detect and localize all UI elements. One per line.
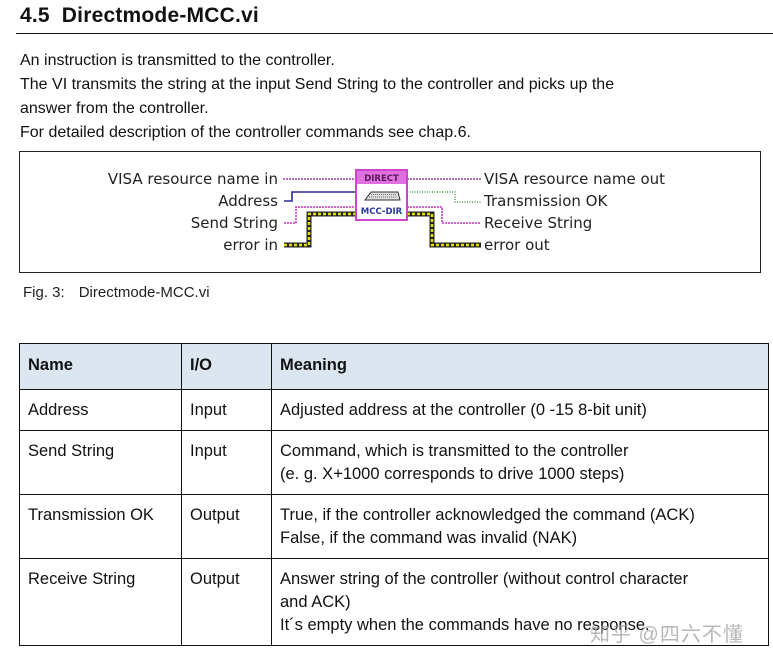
meaning-line: Adjusted address at the controller (0 -1… xyxy=(280,401,647,419)
input-label-send-string: Send String xyxy=(191,214,278,232)
input-label-visa: VISA resource name in xyxy=(108,170,278,188)
section-heading: 4.5 Directmode-MCC.vi xyxy=(20,4,259,28)
vi-connector-diagram: VISA resource name in Address Send Strin… xyxy=(108,169,665,254)
table-row: Receive String Output Answer string of t… xyxy=(19,558,769,646)
cell-meaning: True, if the controller acknowledged the… xyxy=(271,494,769,559)
section-number: 4.5 xyxy=(20,4,50,27)
watermark: 知乎 @四六不懂 xyxy=(590,624,744,646)
table-row: Address Input Adjusted address at the co… xyxy=(19,389,769,431)
wire-error-in xyxy=(284,212,356,247)
cell-io: Input xyxy=(181,430,272,495)
wire-error-out-border xyxy=(407,211,481,248)
table-row: Send String Input Command, which is tran… xyxy=(19,430,769,495)
cell-name: Send String xyxy=(19,430,182,495)
meaning-line: Command, which is transmitted to the con… xyxy=(280,442,629,460)
section-title: Directmode-MCC.vi xyxy=(61,4,259,27)
parameters-table: Name I/O Meaning Address Input Adjusted … xyxy=(19,343,769,646)
cell-io: Output xyxy=(181,558,272,646)
output-label-visa: VISA resource name out xyxy=(484,170,665,188)
cell-io: Input xyxy=(181,389,272,431)
vi-icon: DIRECT MCC-DIR xyxy=(355,169,408,221)
intro-line: The VI transmits the string at the input… xyxy=(20,76,615,93)
figure-caption-text: Directmode-MCC.vi xyxy=(78,284,210,301)
figure-caption: Fig. 3: Directmode-MCC.vi xyxy=(23,284,210,301)
meaning-line: False, if the command was invalid (NAK) xyxy=(280,529,578,547)
wire-send-string xyxy=(284,206,356,224)
wire-address xyxy=(284,191,356,202)
vi-icon-bottom-label: MCC-DIR xyxy=(361,207,403,217)
meaning-line: Answer string of the controller (without… xyxy=(280,570,689,588)
wire-receive-string xyxy=(407,206,481,224)
meaning-line: (e. g. X+1000 corresponds to drive 1000 … xyxy=(280,465,625,483)
column-header-name: Name xyxy=(19,343,182,390)
input-label-error-in: error in xyxy=(223,236,278,254)
column-header-io: I/O xyxy=(181,343,272,390)
output-label-transmission-ok: Transmission OK xyxy=(483,192,608,210)
cell-name: Receive String xyxy=(19,558,182,646)
vi-icon-top-label: DIRECT xyxy=(364,174,399,184)
wire-transmission-ok xyxy=(407,191,481,203)
table-row: Transmission OK Output True, if the cont… xyxy=(19,494,769,559)
vi-connector-figure: VISA resource name in Address Send Strin… xyxy=(19,151,761,273)
cell-name: Address xyxy=(19,389,182,431)
meaning-line: True, if the controller acknowledged the… xyxy=(280,506,695,524)
figure-caption-label: Fig. 3: xyxy=(23,284,65,301)
cell-io: Output xyxy=(181,494,272,559)
intro-line: answer from the controller. xyxy=(20,100,209,117)
meaning-line: and ACK) xyxy=(280,593,351,611)
wire-error-in-border xyxy=(284,211,356,248)
cell-meaning: Adjusted address at the controller (0 -1… xyxy=(271,389,769,431)
table-header-row: Name I/O Meaning xyxy=(19,343,769,390)
output-label-error-out: error out xyxy=(484,236,550,254)
input-label-address: Address xyxy=(218,192,278,210)
intro-line: For detailed description of the controll… xyxy=(20,124,471,141)
output-label-receive-string: Receive String xyxy=(484,214,592,232)
cell-name: Transmission OK xyxy=(19,494,182,559)
intro-line: An instruction is transmitted to the con… xyxy=(20,52,335,69)
intro-paragraph: An instruction is transmitted to the con… xyxy=(20,49,760,145)
heading-divider xyxy=(16,33,773,34)
column-header-meaning: Meaning xyxy=(271,343,769,390)
keyboard-icon xyxy=(364,191,401,201)
cell-meaning: Answer string of the controller (without… xyxy=(271,558,769,646)
wire-error-out xyxy=(407,212,481,247)
cell-meaning: Command, which is transmitted to the con… xyxy=(271,430,769,495)
meaning-line: It´s empty when the commands have no res… xyxy=(280,616,650,634)
